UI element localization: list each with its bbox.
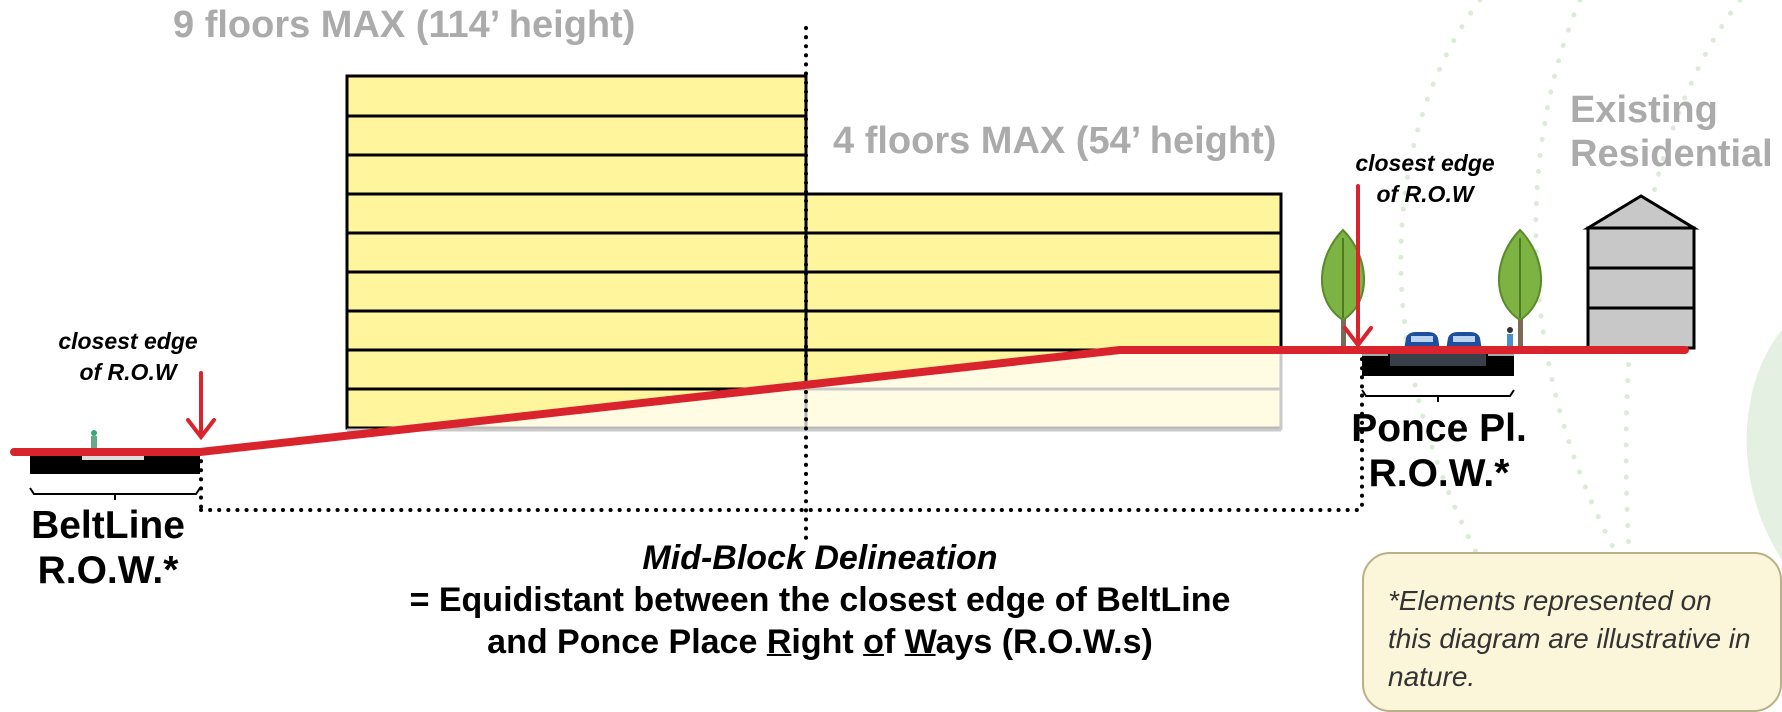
ponce-label-line2: R.O.W.* xyxy=(1368,452,1510,495)
closest-edge-label-right: closest edge of R.O.W xyxy=(1340,148,1510,210)
beltline-row-label: BeltLine R.O.W.* xyxy=(18,503,198,593)
closest-edge-left-line1: closest edge xyxy=(58,328,198,354)
dimension-lines xyxy=(199,348,1364,512)
height-label-4-floors: 4 floors MAX (54’ height) xyxy=(833,120,1277,162)
beltline-row-section xyxy=(29,430,201,500)
ponce-row-section xyxy=(1361,350,1515,402)
closest-edge-arrow-left xyxy=(186,371,216,441)
caption-line3: and Ponce Place Right of Ways (R.O.W.s) xyxy=(487,623,1153,661)
ponce-label-line1: Ponce Pl. xyxy=(1351,407,1527,450)
closest-edge-left-line2: of R.O.W xyxy=(79,359,177,385)
existing-residential-label: Existing Residential xyxy=(1570,88,1773,176)
below-grade-lines xyxy=(347,350,1283,432)
closest-edge-arrow-right xyxy=(1343,184,1373,349)
ponce-row-label: Ponce Pl. R.O.W.* xyxy=(1344,406,1534,496)
car-icon xyxy=(1446,332,1482,350)
beltline-label-line2: R.O.W.* xyxy=(37,549,179,592)
tree-icon xyxy=(1497,228,1543,352)
illustrative-note: *Elements represented on this diagram ar… xyxy=(1362,552,1782,712)
existing-label-line1: Existing xyxy=(1570,89,1718,131)
grade-line xyxy=(10,346,1689,456)
closest-edge-label-left: closest edge of R.O.W xyxy=(38,326,218,388)
section-diagram xyxy=(10,0,1782,676)
decorative-green-shape xyxy=(1746,330,1782,560)
mid-block-caption: Mid-Block Delineation = Equidistant betw… xyxy=(330,537,1310,663)
existing-label-line2: Residential xyxy=(1570,133,1773,175)
house-icon xyxy=(1582,194,1700,350)
caption-title: Mid-Block Delineation xyxy=(642,539,998,577)
closest-edge-right-line1: closest edge xyxy=(1355,150,1495,176)
pedestrian-icon xyxy=(1507,327,1513,350)
height-label-9-floors: 9 floors MAX (114’ height) xyxy=(173,4,636,46)
caption-line2: = Equidistant between the closest edge o… xyxy=(409,581,1231,619)
note-text: *Elements represented on this diagram ar… xyxy=(1388,585,1751,692)
car-icon xyxy=(1404,332,1440,350)
closest-edge-right-line2: of R.O.W xyxy=(1376,181,1474,207)
beltline-label-line1: BeltLine xyxy=(31,504,185,547)
tall-building xyxy=(345,74,808,430)
